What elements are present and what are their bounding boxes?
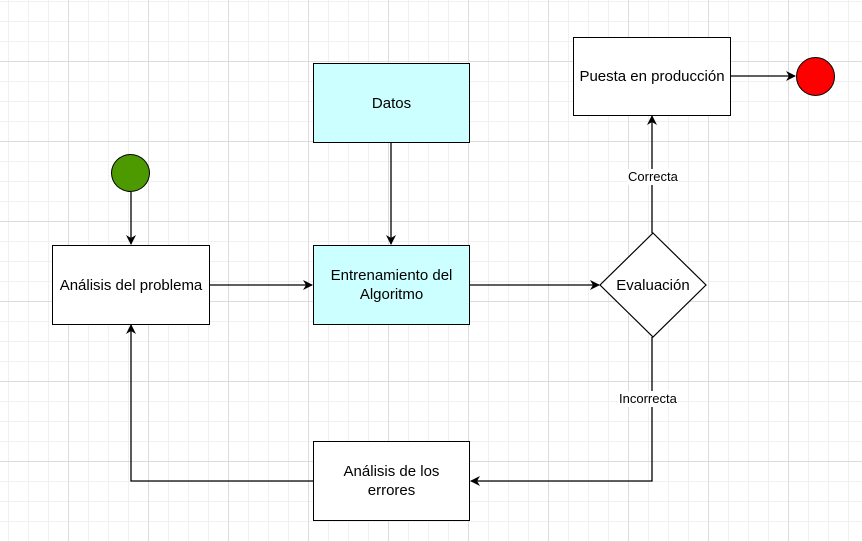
datos-node[interactable]: Datos — [313, 63, 470, 143]
analisis-errores-node[interactable]: Análisis de los errores — [313, 441, 470, 521]
edge-label-incorrecta: Incorrecta — [618, 391, 678, 407]
entrenamiento-node[interactable]: Entrenamiento del Algoritmo — [313, 245, 470, 325]
analisis-problema-node[interactable]: Análisis del problema — [52, 245, 210, 325]
edge-errores-to-analisis — [126, 324, 313, 482]
puesta-produccion-label: Puesta en producción — [579, 68, 725, 85]
puesta-produccion-node[interactable]: Puesta en producción — [573, 37, 731, 116]
evaluacion-label: Evaluación — [616, 276, 690, 294]
start-node[interactable] — [111, 154, 150, 192]
edge-label-correcta: Correcta — [627, 169, 679, 185]
analisis-errores-label: Análisis de los errores — [343, 463, 440, 499]
edge-evaluacion-to-errores — [470, 337, 653, 486]
datos-label: Datos — [371, 94, 412, 112]
entrenamiento-label: Entrenamiento del Algoritmo — [330, 267, 453, 303]
end-node[interactable] — [796, 57, 835, 96]
evaluacion-diamond[interactable] — [599, 232, 707, 338]
analisis-problema-label: Análisis del problema — [59, 276, 203, 294]
